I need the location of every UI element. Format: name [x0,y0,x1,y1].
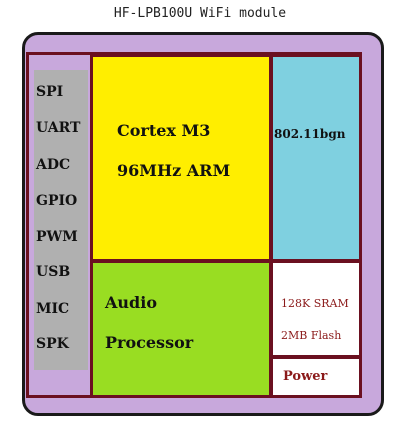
audio-label-line2: Processor [105,333,194,352]
interface-pwm: PWM [36,229,78,245]
wifi-block: 802.11bgn [270,54,362,262]
interface-spi: SPI [36,84,64,100]
cpu-core-label: Cortex M3 [117,121,211,140]
interface-uart: UART [36,120,81,136]
power-label: Power [283,369,328,384]
memory-block: 128K SRAM 2MB Flash [270,260,362,358]
interfaces-block: SPI UART ADC GPIO PWM USB MIC SPK [34,70,88,370]
interface-spk: SPK [36,336,69,352]
power-block: Power [270,356,362,398]
interface-usb: USB [36,264,71,280]
interface-mic: MIC [36,301,70,317]
sram-label: 128K SRAM [281,297,349,310]
interface-gpio: GPIO [36,193,78,209]
cpu-clock-label: 96MHz ARM [117,161,231,180]
audio-processor-block: Audio Processor [90,260,272,398]
diagram-title: HF-LPB100U WiFi module [113,6,287,21]
flash-label: 2MB Flash [281,329,342,342]
interface-adc: ADC [36,157,71,173]
cpu-block: Cortex M3 96MHz ARM [90,54,272,262]
audio-label-line1: Audio [105,293,157,312]
wifi-standard-label: 802.11bgn [274,127,346,141]
